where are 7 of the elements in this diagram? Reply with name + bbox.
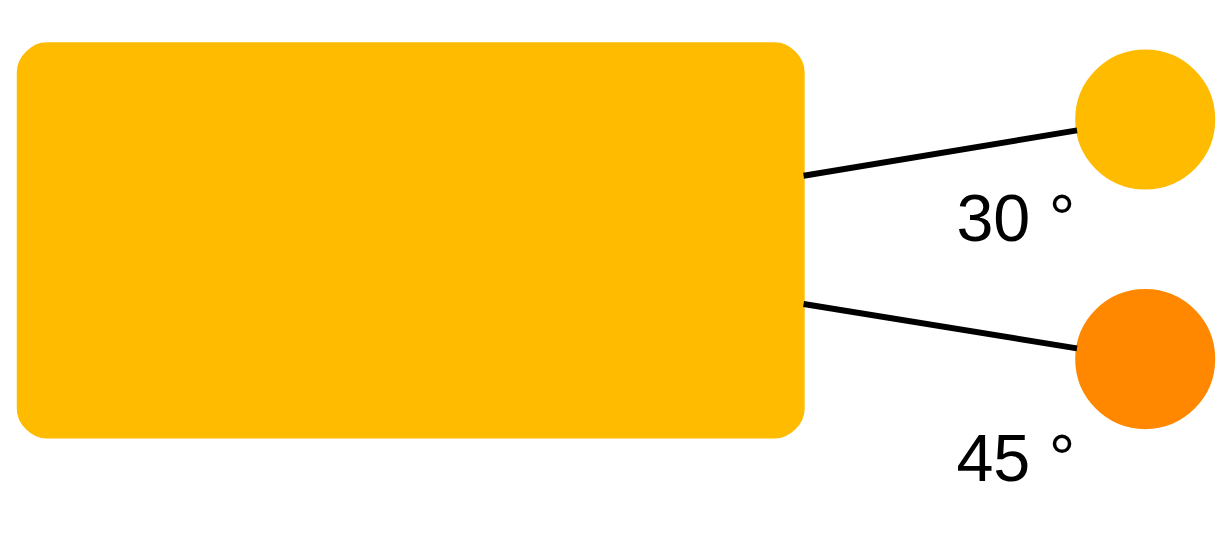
node-circle — [1075, 289, 1216, 430]
connector — [803, 301, 1078, 352]
node-circle — [1075, 49, 1216, 190]
connector — [803, 127, 1078, 179]
node-label: 45 ° — [956, 421, 1076, 496]
node-box — [16, 42, 805, 439]
node-label: 30 ° — [956, 181, 1076, 256]
